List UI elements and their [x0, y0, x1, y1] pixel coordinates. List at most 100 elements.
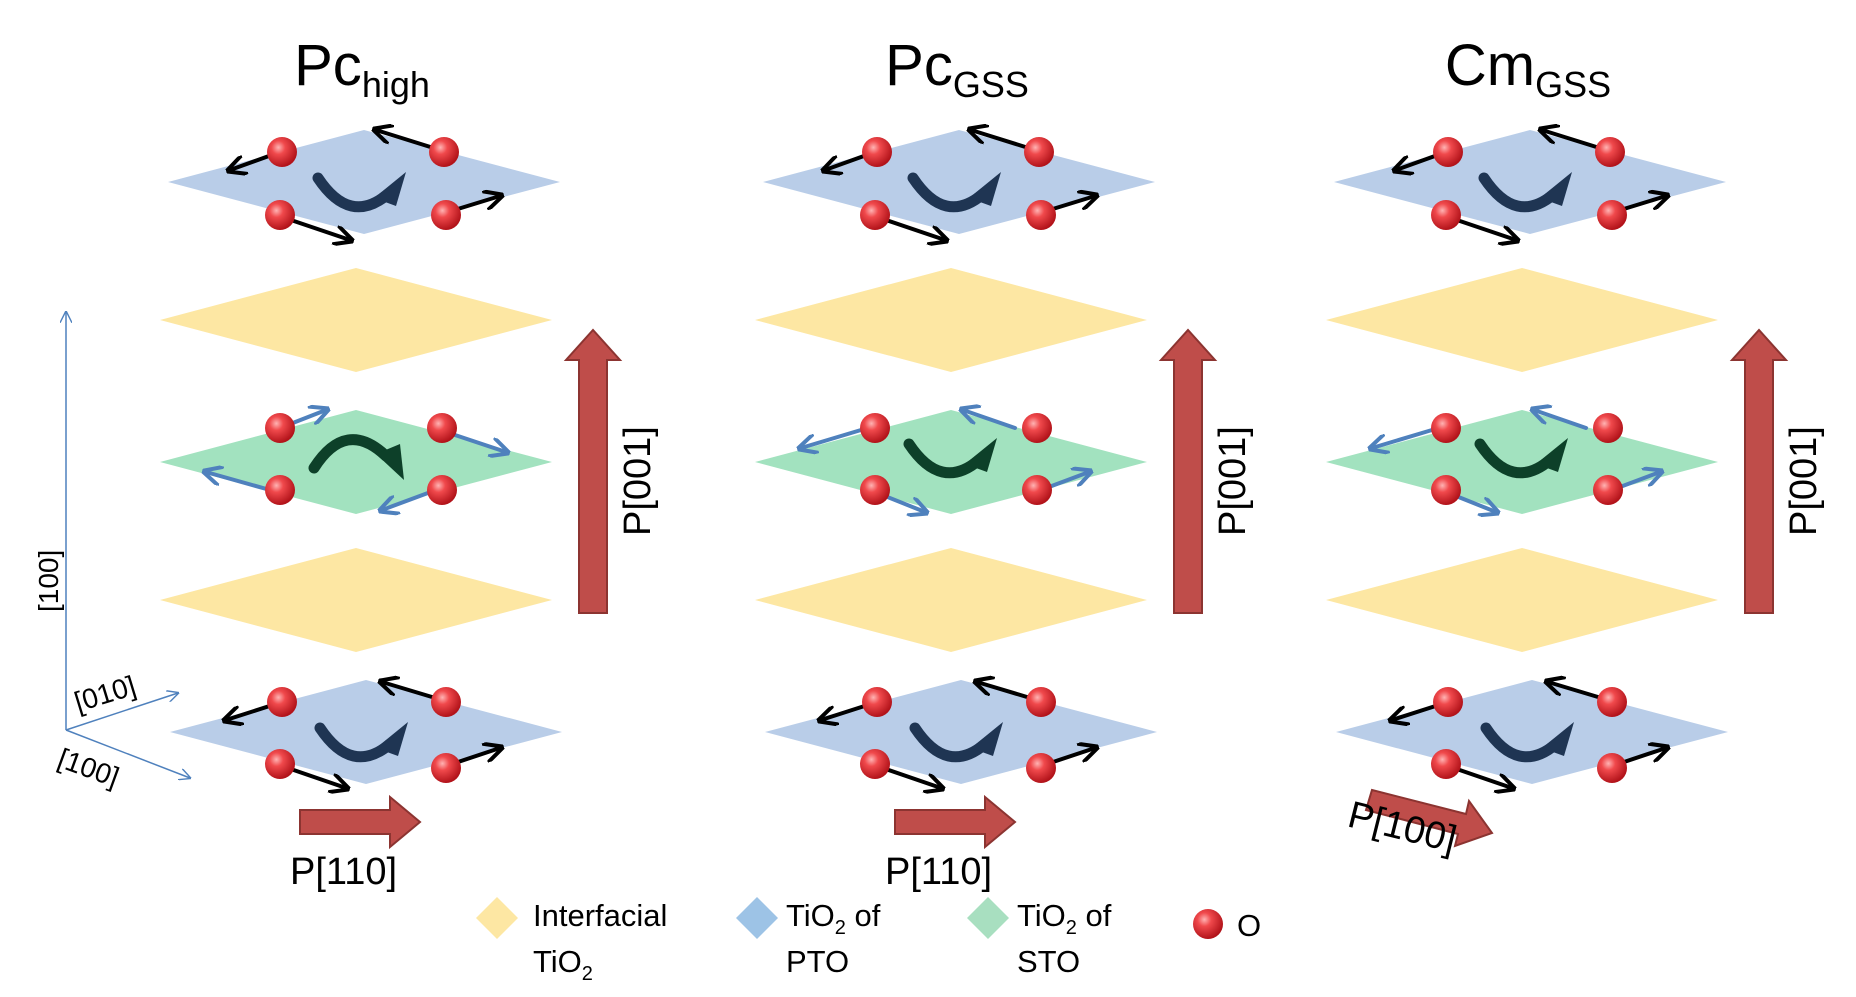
o-displacement-arrow — [382, 488, 438, 510]
polarization-arrow-vertical — [1158, 328, 1218, 614]
o-atom — [267, 137, 297, 167]
o-atom — [265, 200, 295, 230]
o-atom — [1593, 413, 1623, 443]
o-atom — [860, 200, 890, 230]
top-layer-oxygens — [1396, 130, 1666, 240]
rotation-arrow — [907, 172, 1001, 213]
legend-item-pto: TiO2 of PTO — [736, 897, 881, 979]
legend-label-pto-line1: TiO2 of — [786, 898, 881, 939]
pto-tio2-plane-top — [763, 130, 1155, 234]
pto-tio2-plane-bottom — [765, 680, 1157, 784]
o-atom — [1022, 475, 1052, 505]
o-atom — [1431, 749, 1461, 779]
o-atom — [1022, 413, 1052, 443]
polarization-arrow-vertical — [1729, 328, 1789, 614]
o-atom — [1595, 137, 1625, 167]
legend-label-pto-line2: PTO — [786, 944, 849, 979]
axis-lower — [65, 729, 190, 778]
legend-label-interfacial-line2: TiO2 — [533, 944, 593, 985]
o-displacement-arrow — [206, 472, 272, 492]
coordinate-axes: [100] [010] [100] — [33, 312, 190, 793]
axis-lower-label: [100] — [54, 743, 123, 793]
o-displacement-arrow — [376, 130, 442, 152]
polarization-label-vertical: P[001] — [1783, 426, 1825, 536]
structure-panels: PchighP[001]P[110]PcGSSP[001]P[110]CmGSS… — [160, 33, 1825, 893]
o-atom — [427, 475, 457, 505]
o-displacement-arrow — [963, 410, 1017, 430]
sto-layer-oxygens — [206, 410, 506, 510]
axis-vertical-label: [100] — [33, 550, 64, 612]
polarization-label-horizontal: P[110] — [885, 851, 992, 893]
sto-layer-oxygens — [801, 410, 1089, 512]
o-displacement-arrow — [1449, 216, 1516, 240]
o-atom — [1433, 687, 1463, 717]
legend-label-sto-line2: STO — [1017, 944, 1080, 979]
polarization-arrow-horizontal — [1364, 788, 1494, 848]
o-displacement-arrow — [1372, 428, 1434, 448]
interfacial-tio2-plane-lower — [1326, 548, 1718, 652]
polarization-arrow-horizontal — [894, 794, 1017, 850]
axis-diagonal-label: [010] — [71, 670, 140, 718]
legend-label-interfacial-line1: Interfacial — [533, 898, 667, 933]
polarization-arrow-vertical — [563, 328, 623, 614]
o-displacement-arrow — [971, 130, 1037, 152]
o-displacement-arrow — [444, 430, 506, 452]
o-atom — [862, 137, 892, 167]
rotation-arrow — [1480, 722, 1574, 763]
o-atom — [1431, 475, 1461, 505]
legend-item-oxygen: O — [1193, 908, 1261, 943]
top-layer-oxygens — [825, 130, 1095, 240]
polarization-label-vertical: P[001] — [1212, 426, 1254, 536]
bottom-layer-oxygens — [1392, 682, 1666, 788]
o-atom — [1431, 200, 1461, 230]
rotation-arrow — [1478, 172, 1572, 213]
polarization-label-horizontal: P[110] — [290, 851, 397, 893]
o-displacement-arrow — [878, 216, 945, 240]
pto-tio2-plane-bottom — [170, 680, 562, 784]
o-displacement-arrow — [801, 428, 863, 448]
o-atom — [860, 413, 890, 443]
o-atom — [1431, 413, 1461, 443]
o-atom — [427, 413, 457, 443]
o-displacement-arrow — [283, 216, 350, 240]
interfacial-tio2-plane-lower — [160, 548, 552, 652]
legend-item-interfacial: Interfacial TiO2 — [476, 897, 667, 985]
sto-tio2-plane — [755, 410, 1147, 514]
axis-diagonal — [65, 693, 178, 731]
legend: Interfacial TiO2 TiO2 of PTO TiO2 of STO… — [476, 897, 1261, 985]
o-atom — [431, 753, 461, 783]
o-atom — [267, 687, 297, 717]
o-atom — [862, 687, 892, 717]
legend-swatch-interfacial — [476, 897, 518, 939]
rotation-arrow — [314, 722, 408, 763]
o-atom — [429, 137, 459, 167]
legend-swatch-pto — [736, 897, 778, 939]
polarization-label-vertical: P[001] — [617, 426, 659, 536]
polarization-arrow-horizontal — [299, 794, 422, 850]
o-atom — [1026, 200, 1056, 230]
o-atom — [431, 200, 461, 230]
legend-label-oxygen: O — [1237, 908, 1261, 943]
o-atom — [265, 475, 295, 505]
o-atom — [265, 413, 295, 443]
legend-label-sto-line1: TiO2 of — [1017, 898, 1112, 939]
panel-title: Pchigh — [294, 33, 430, 105]
sto-tio2-plane — [160, 410, 552, 514]
rotation-arrow — [312, 172, 406, 213]
o-atom — [1593, 475, 1623, 505]
top-layer-oxygens — [230, 130, 500, 240]
legend-swatch-sto — [967, 897, 1009, 939]
o-atom — [1597, 753, 1627, 783]
o-displacement-arrow — [1534, 410, 1588, 430]
o-atom — [1597, 200, 1627, 230]
sto-layer-oxygens — [1372, 410, 1660, 512]
o-atom — [265, 749, 295, 779]
o-atom — [860, 749, 890, 779]
interfacial-tio2-plane-upper — [755, 268, 1147, 372]
rotation-arrow — [903, 438, 997, 479]
o-atom — [1024, 137, 1054, 167]
o-atom — [860, 475, 890, 505]
